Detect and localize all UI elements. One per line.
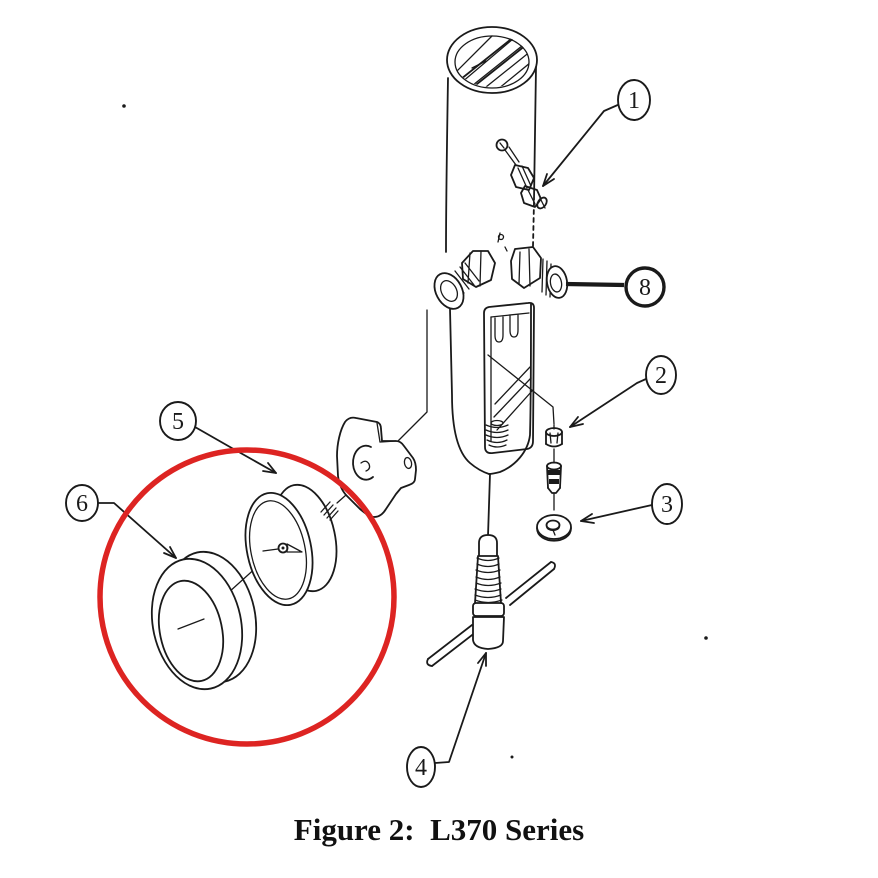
leader-3 bbox=[581, 505, 652, 523]
leader-lines bbox=[98, 104, 652, 763]
callout-6-label: 6 bbox=[76, 491, 88, 517]
figure-caption: Figure 2: L370 Series bbox=[293, 812, 585, 847]
part-fitting-1 bbox=[497, 140, 549, 252]
part-bezel-6 bbox=[140, 543, 268, 697]
callout-5: 5 bbox=[160, 402, 196, 440]
callout-6: 6 bbox=[66, 485, 98, 521]
leader-6 bbox=[98, 503, 176, 558]
part-fitting-8 bbox=[511, 247, 570, 299]
part-gauge-5 bbox=[218, 479, 346, 611]
leader-4 bbox=[435, 653, 486, 763]
cylinder-top-hatch bbox=[450, 33, 536, 95]
callout-2: 2 bbox=[646, 356, 676, 394]
callout-4-label: 4 bbox=[415, 755, 427, 781]
part-window-recess bbox=[484, 303, 554, 453]
stray-dot bbox=[122, 104, 126, 108]
highlight-circle bbox=[100, 450, 394, 744]
leader-5 bbox=[195, 427, 276, 473]
callout-3-label: 3 bbox=[661, 492, 673, 518]
callout-1: 1 bbox=[618, 80, 650, 120]
callout-2-label: 2 bbox=[655, 363, 667, 389]
gauge-needle bbox=[263, 544, 302, 553]
stray-dot bbox=[704, 636, 708, 640]
leader-1 bbox=[543, 104, 620, 186]
callout-5-label: 5 bbox=[172, 409, 184, 435]
callout-8: 8 bbox=[626, 268, 664, 306]
part-washer-3 bbox=[537, 515, 571, 541]
part-knob bbox=[321, 418, 416, 520]
leader-2 bbox=[570, 379, 646, 427]
callout-3: 3 bbox=[652, 484, 682, 524]
part-fitting-left bbox=[429, 251, 495, 314]
callout-1-label: 1 bbox=[628, 88, 640, 114]
callout-8-label: 8 bbox=[639, 275, 651, 301]
part-valve-4 bbox=[427, 535, 555, 666]
leader-8 bbox=[566, 284, 624, 285]
stray-dot bbox=[510, 755, 514, 759]
callout-4: 4 bbox=[407, 747, 435, 787]
part-chain-2 bbox=[546, 425, 562, 510]
